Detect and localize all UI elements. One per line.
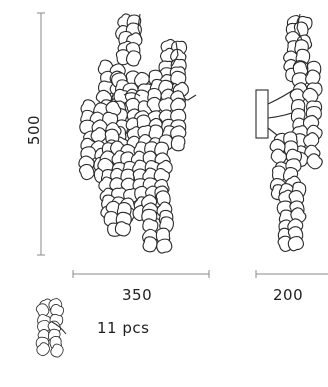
side-width-dimension-line (255, 270, 328, 278)
front-width-dimension-line (72, 270, 210, 278)
front-view-cluster (76, 11, 192, 256)
petal-shape (170, 134, 186, 152)
side-view-cluster (267, 12, 326, 255)
module-stem (51, 321, 67, 335)
height-label: 500 (25, 114, 43, 146)
height-dimension-line (37, 12, 45, 256)
side-view-stems (296, 13, 303, 41)
module-count-label: 11 pcs (97, 319, 150, 337)
side-depth-label: 200 (273, 286, 304, 304)
front-width-label: 350 (122, 286, 153, 304)
front-view-stems (123, 13, 197, 101)
side-view-wall-plate (255, 89, 269, 139)
